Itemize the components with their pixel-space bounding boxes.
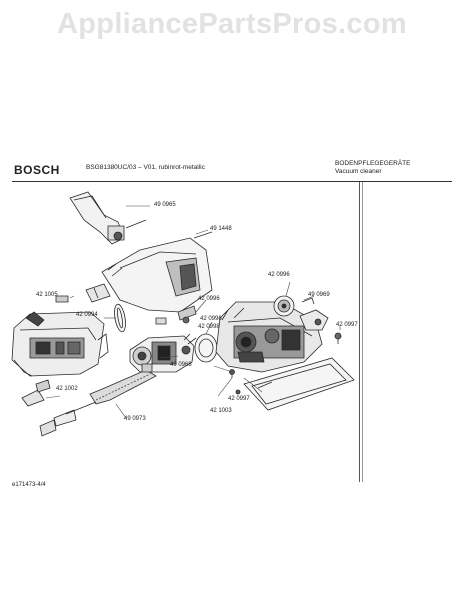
nozzle-body-part[interactable] — [12, 312, 108, 376]
header-rule — [12, 181, 452, 182]
leader-lines — [46, 206, 340, 418]
category-title-german: BODENPFLEGEGERÄTE — [335, 160, 411, 167]
motor-assembly-part[interactable] — [130, 334, 196, 372]
spacer-part[interactable] — [156, 306, 196, 324]
part-label: 42 1005 — [36, 292, 58, 298]
bottom-plate-part[interactable] — [244, 358, 354, 410]
brush-end-cap-part[interactable] — [22, 380, 56, 436]
bracket-part[interactable] — [300, 298, 328, 330]
part-label: 42 0996 — [198, 296, 220, 302]
category-title-english: Vacuum cleaner — [335, 168, 382, 175]
right-margin-rule — [359, 182, 360, 482]
drive-belt-part[interactable] — [113, 303, 128, 332]
right-margin-rule-inner — [362, 182, 363, 482]
model-number: BSG81380UC/03 – V01, rubinrot-metallic — [86, 164, 205, 171]
screw-part[interactable] — [56, 296, 68, 302]
seal-ring-part[interactable] — [195, 334, 217, 362]
base-housing-part[interactable] — [216, 302, 322, 372]
part-label: 42 1002 — [56, 386, 78, 392]
wheel-part[interactable] — [274, 296, 294, 316]
part-label: 49 0965 — [154, 202, 176, 208]
brand-logo-text: BOSCH — [14, 163, 60, 177]
part-label: 42 0997 — [336, 322, 358, 328]
watermark-text: AppliancePartsPros.com — [57, 8, 407, 40]
part-label: 42 0997 — [228, 396, 250, 402]
part-label: 49 0973 — [124, 416, 146, 422]
part-label: 42 0996 — [268, 272, 290, 278]
hose-handle-part[interactable] — [70, 192, 146, 244]
part-label: 49 0968 — [170, 362, 192, 368]
small-clip-part[interactable] — [86, 284, 110, 302]
part-label: 49 0969 — [308, 292, 330, 298]
part-label: 42 1003 — [210, 408, 232, 414]
top-cover-part[interactable] — [102, 232, 212, 312]
brush-roll-part[interactable] — [54, 364, 156, 426]
screw-right-part[interactable] — [335, 333, 341, 344]
part-label: 42 0998 — [198, 324, 220, 330]
bottom-screws-part[interactable] — [230, 370, 241, 395]
document-id: e171473-4/4 — [12, 482, 46, 488]
part-label: 49 1448 — [210, 226, 232, 232]
part-label: 42 0996 — [200, 316, 222, 322]
part-label: 42 0994 — [76, 312, 98, 318]
